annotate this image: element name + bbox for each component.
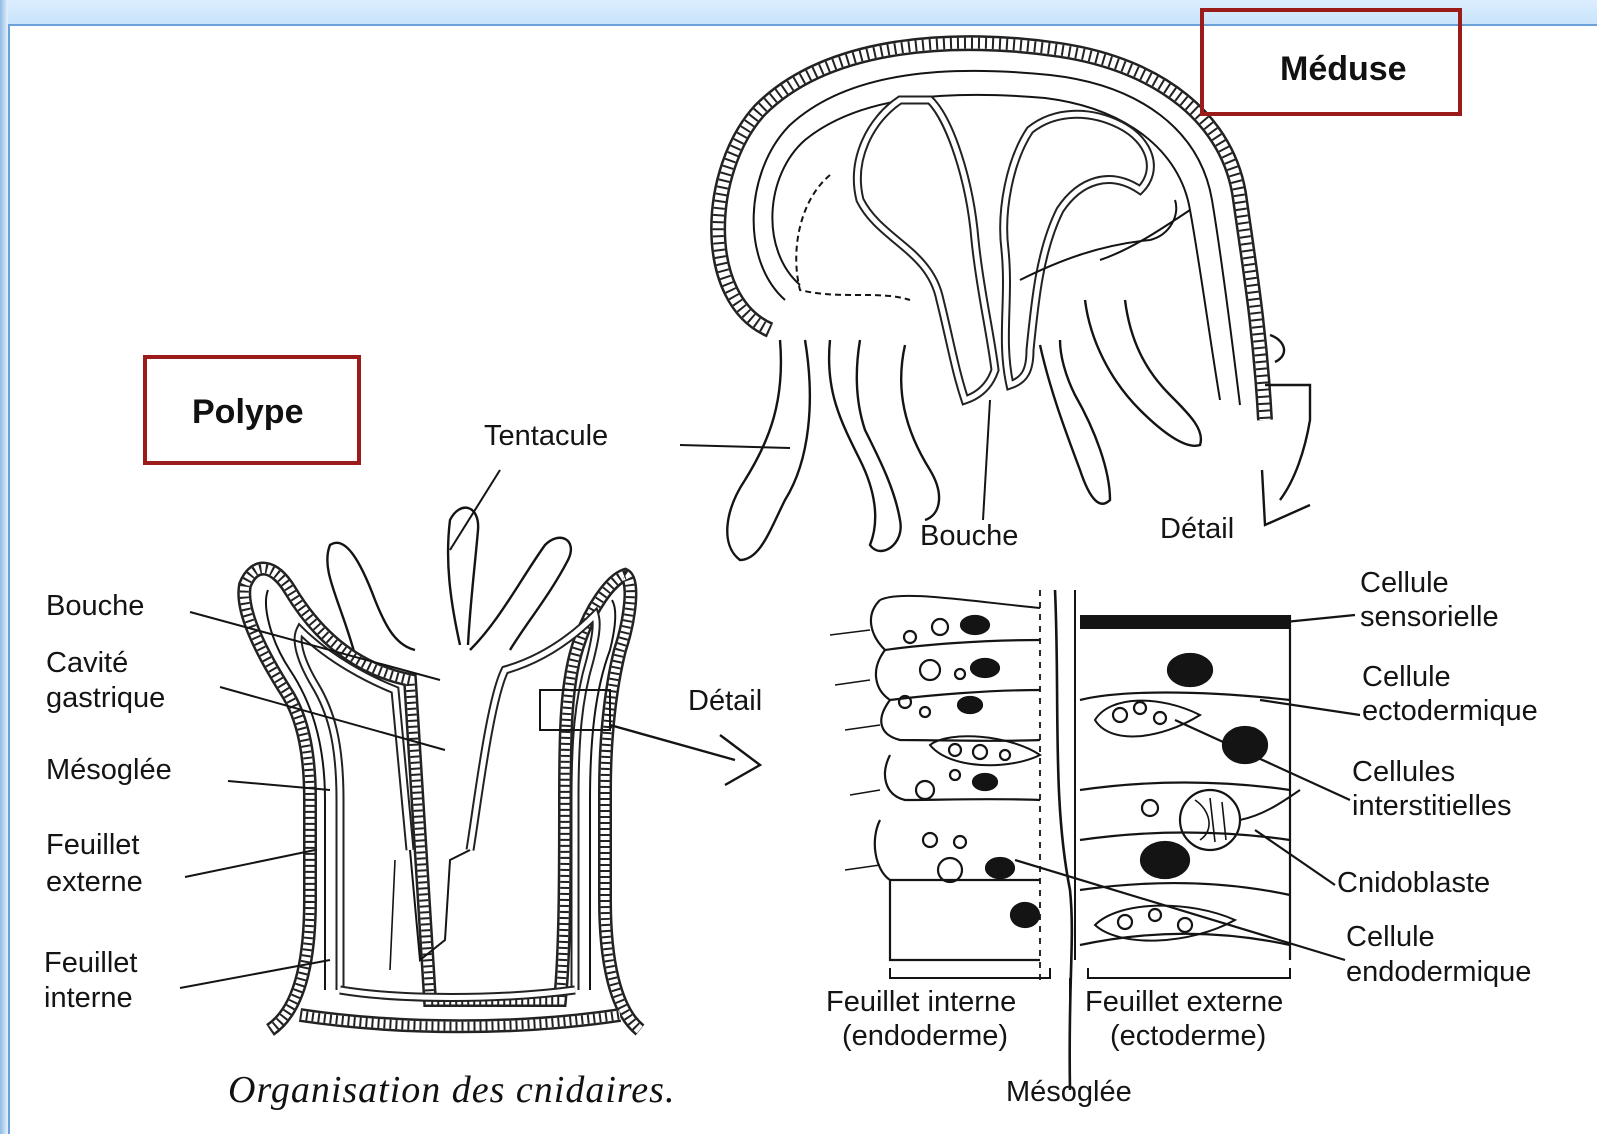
label-cellules-inter-1: Cellules: [1352, 755, 1455, 789]
label-cellules-inter-2: interstitielles: [1352, 789, 1512, 823]
meduse-title: Méduse: [1280, 50, 1407, 89]
label-cellule-sensorielle-1: Cellule: [1360, 566, 1449, 600]
label-feuillet-interne-1: Feuillet: [44, 946, 138, 980]
label-cellule-sensorielle-2: sensorielle: [1360, 600, 1499, 634]
label-feuillet-interne-2: interne: [44, 981, 133, 1015]
label-bouche-polype: Bouche: [46, 589, 144, 623]
label-cellule-ecto-1: Cellule: [1362, 660, 1451, 694]
medusa-drawing: [680, 43, 1310, 560]
label-feuillet-externe-1: Feuillet: [46, 828, 140, 862]
label-cellule-ecto-2: ectodermique: [1362, 694, 1538, 728]
label-cellule-endo-1: Cellule: [1346, 920, 1435, 954]
label-feuillet-externe-bottom-2: (ectoderme): [1110, 1019, 1266, 1053]
figure-caption: Organisation des cnidaires.: [228, 1068, 675, 1112]
polyp-drawing: [180, 470, 760, 1030]
label-detail-meduse: Détail: [1160, 512, 1234, 546]
label-cnidoblaste: Cnidoblaste: [1337, 866, 1490, 900]
label-feuillet-externe-bottom-1: Feuillet externe: [1085, 985, 1283, 1019]
label-tentacule: Tentacule: [484, 419, 608, 453]
label-cellule-endo-2: endodermique: [1346, 955, 1531, 989]
label-bouche-meduse: Bouche: [920, 519, 1018, 553]
label-mesoglee-polype: Mésoglée: [46, 753, 172, 787]
label-feuillet-interne-bottom-2: (endoderme): [842, 1019, 1008, 1053]
polype-title: Polype: [192, 393, 303, 432]
medusa-tentacle: [727, 340, 810, 560]
label-cavite-2: gastrique: [46, 681, 165, 715]
label-mesoglee-bottom: Mésoglée: [1006, 1075, 1132, 1109]
label-feuillet-interne-bottom-1: Feuillet interne: [826, 985, 1016, 1019]
label-detail-polype: Détail: [688, 684, 762, 718]
label-cavite-1: Cavité: [46, 646, 128, 680]
label-feuillet-externe-2: externe: [46, 865, 143, 899]
